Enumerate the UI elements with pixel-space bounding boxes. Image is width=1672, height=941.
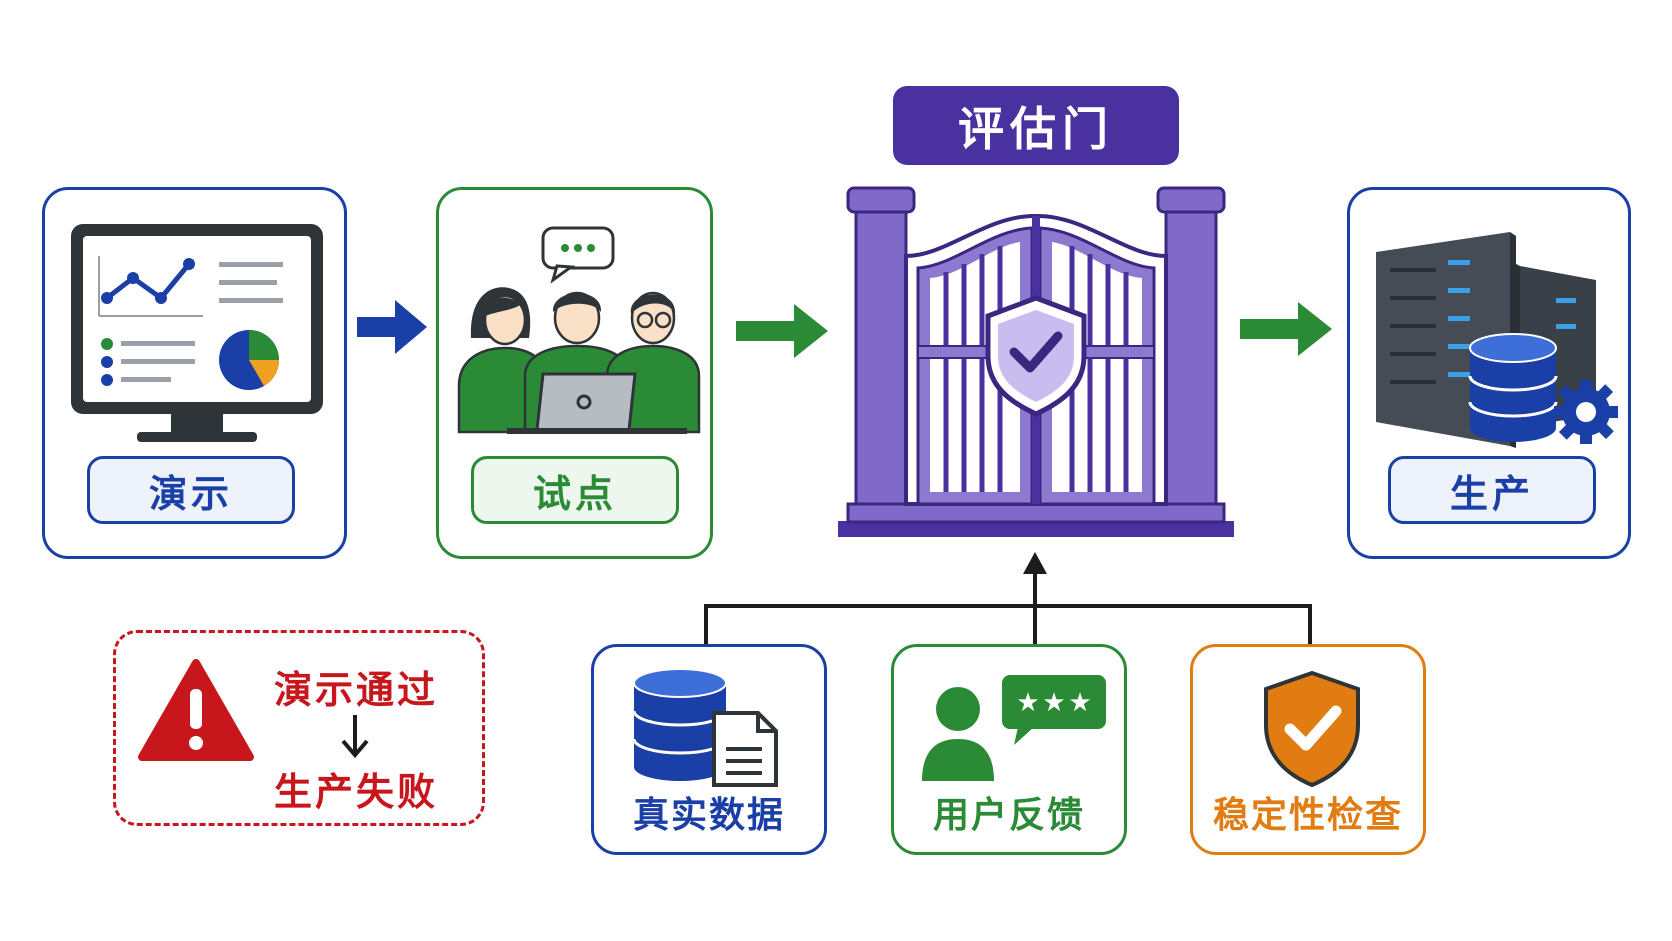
server-database-icon bbox=[1376, 232, 1618, 448]
gate-shield-icon bbox=[838, 186, 1234, 537]
pilot-label: 试点 bbox=[471, 456, 679, 524]
svg-text:★: ★ bbox=[1068, 688, 1091, 718]
production-stage-card: 生产 bbox=[1347, 187, 1631, 559]
team-laptop-icon bbox=[457, 226, 701, 434]
arrow-right-icon bbox=[1240, 302, 1332, 356]
database-document-icon bbox=[632, 668, 778, 787]
monitor-dashboard-icon bbox=[71, 224, 323, 442]
user-rating-icon: ★ ★ ★ bbox=[922, 675, 1106, 781]
warning-line-1: 演示通过 bbox=[274, 668, 439, 712]
arrow-down-icon bbox=[341, 715, 369, 759]
warning-triangle-icon bbox=[138, 659, 254, 761]
svg-text:★: ★ bbox=[1016, 688, 1039, 718]
criteria-label-stability-check: 稳定性检查 bbox=[1212, 795, 1403, 836]
shield-check-icon bbox=[1264, 670, 1360, 788]
criteria-card-stability-check: 稳定性检查 bbox=[1190, 644, 1426, 855]
criteria-card-real-data: 真实数据 bbox=[591, 644, 827, 855]
warning-box: 演示通过 生产失败 bbox=[113, 630, 485, 826]
demo-label: 演示 bbox=[87, 456, 295, 524]
production-label: 生产 bbox=[1388, 456, 1596, 524]
pilot-stage-card: 试点 bbox=[436, 187, 713, 559]
criteria-label-user-feedback: 用户反馈 bbox=[932, 795, 1085, 836]
demo-stage-card: 演示 bbox=[42, 187, 347, 559]
arrow-right-icon bbox=[357, 300, 427, 354]
criteria-label-real-data: 真实数据 bbox=[632, 795, 785, 836]
warning-line-2: 生产失败 bbox=[274, 770, 439, 814]
criteria-card-user-feedback: ★ ★ ★ 用户反馈 bbox=[891, 644, 1127, 855]
gate-title: 评估门 bbox=[893, 86, 1179, 165]
arrow-right-icon bbox=[736, 304, 828, 358]
svg-text:★: ★ bbox=[1042, 688, 1065, 718]
